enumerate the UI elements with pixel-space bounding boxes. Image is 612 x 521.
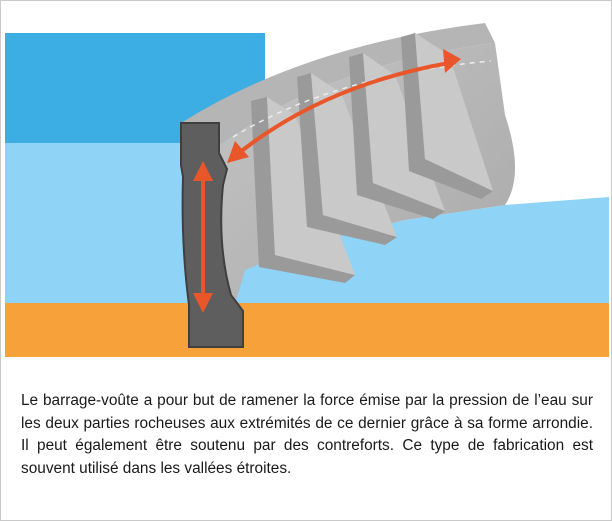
buttress-4-side — [415, 33, 493, 191]
arch-dam-illustration — [5, 5, 609, 357]
vertical-force-arrow — [193, 161, 213, 313]
curved-force-arrow — [227, 49, 461, 163]
ground — [5, 303, 609, 357]
buttress-2 — [297, 73, 397, 245]
buttress-4 — [401, 33, 493, 199]
buttresses — [251, 33, 493, 283]
figure-caption: Le barrage-voûte a pour but de ramener l… — [21, 392, 593, 477]
buttress-3 — [349, 53, 445, 219]
buttress-1 — [251, 97, 355, 283]
